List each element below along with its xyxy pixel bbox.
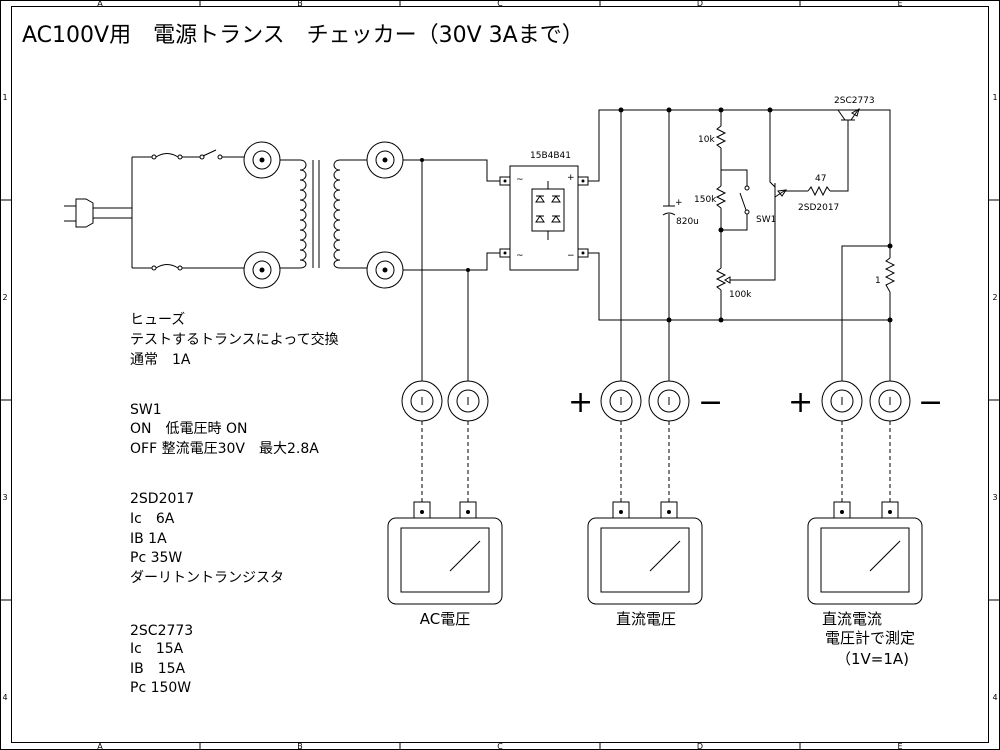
zone-row-2-left: 2 bbox=[2, 293, 7, 302]
dc-minus-sign: − bbox=[698, 385, 723, 420]
base-resistor: 47 bbox=[784, 120, 849, 197]
zone-row-3-right: 3 bbox=[992, 493, 997, 502]
r-base-label: 47 bbox=[815, 174, 826, 184]
svg-text:ヒューズ: ヒューズ bbox=[130, 312, 185, 328]
q2-label: 2SC2773 bbox=[834, 96, 875, 106]
svg-text:Ic 15A: Ic 15A bbox=[130, 641, 184, 657]
bridge-label: 15B4B41 bbox=[530, 151, 571, 161]
svg-text:ON 低電圧時 ON: ON 低電圧時 ON bbox=[130, 421, 247, 437]
capacitor-polarity: + bbox=[675, 198, 683, 208]
meter-ac-icon bbox=[387, 501, 503, 605]
sw1-label: SW1 bbox=[756, 215, 776, 225]
zone-col-b-bottom: B bbox=[297, 742, 303, 750]
zone-col-c-bottom: C bbox=[497, 742, 503, 750]
capacitor-icon: + 820u bbox=[662, 198, 699, 227]
meter-current-label: 直流電流 bbox=[822, 610, 882, 628]
fuse-icon bbox=[151, 264, 183, 271]
svg-text:ダーリトントランジスタ: ダーリトントランジスタ bbox=[130, 570, 284, 586]
power-switch-icon bbox=[199, 149, 223, 160]
zone-col-b-top: B bbox=[297, 0, 303, 8]
zone-col-c-top: C bbox=[497, 0, 503, 8]
binding-post-icon bbox=[243, 141, 281, 179]
svg-text:~: ~ bbox=[516, 251, 524, 261]
dc-bus bbox=[588, 107, 893, 381]
note-q2: 2SC2773 Ic 15A IB 15A Pc 150W bbox=[130, 623, 193, 696]
svg-text:Pc 35W: Pc 35W bbox=[130, 550, 182, 566]
svg-text:2SC2773: 2SC2773 bbox=[130, 623, 193, 639]
meter-dc-icon bbox=[587, 501, 703, 605]
jack-icon bbox=[648, 380, 690, 422]
zone-col-d-top: D bbox=[697, 0, 703, 8]
svg-text:~: ~ bbox=[516, 175, 524, 185]
binding-post-icon bbox=[366, 141, 404, 179]
jack-icon bbox=[869, 380, 911, 422]
meter-leads bbox=[421, 421, 891, 502]
capacitor-label: 820u bbox=[676, 217, 699, 227]
zone-row-3-left: 3 bbox=[2, 493, 7, 502]
vr-label: 100k bbox=[729, 290, 752, 300]
input-wires bbox=[132, 156, 244, 269]
binding-post-icon bbox=[366, 251, 404, 289]
zone-col-a-top: A bbox=[97, 0, 103, 8]
r-shunt-label: 1 bbox=[875, 276, 881, 286]
meter-dc-label: 直流電圧 bbox=[616, 610, 676, 628]
svg-text:Pc 150W: Pc 150W bbox=[130, 680, 191, 696]
svg-text:通常 1A: 通常 1A bbox=[130, 352, 191, 368]
svg-text:2SD2017: 2SD2017 bbox=[130, 491, 194, 507]
zone-col-a-bottom: A bbox=[97, 742, 103, 750]
note-q1: 2SD2017 Ic 6A IB 1A Pc 35W ダーリトントランジスタ bbox=[130, 491, 284, 586]
zone-row-4-right: 4 bbox=[992, 693, 997, 702]
bridge-rectifier: 15B4B41 ~ ~ + − bbox=[499, 151, 589, 271]
svg-text:OFF 整流電圧30V 最大2.8A: OFF 整流電圧30V 最大2.8A bbox=[130, 441, 319, 457]
transistor-q1-icon: 2SD2017 bbox=[769, 110, 839, 213]
meter-ac-label: AC電圧 bbox=[420, 610, 470, 628]
ac-plug-icon bbox=[64, 157, 133, 268]
bridge-minus-label: − bbox=[567, 251, 575, 261]
zone-row-1-right: 1 bbox=[992, 93, 997, 102]
svg-text:IB 1A: IB 1A bbox=[130, 531, 167, 547]
svg-text:テストするトランスによって交換: テストするトランスによって交換 bbox=[130, 331, 339, 348]
note-fuse: ヒューズ テストするトランスによって交換 通常 1A bbox=[130, 312, 339, 368]
zone-row-1-left: 1 bbox=[2, 93, 7, 102]
meter-current-label: 電圧計で測定 bbox=[825, 629, 915, 647]
svg-text:Ic 6A: Ic 6A bbox=[130, 511, 175, 527]
fuse-icon bbox=[151, 153, 183, 160]
r-mid-label: 150k bbox=[694, 195, 717, 205]
svg-text:SW1: SW1 bbox=[130, 402, 162, 418]
zone-col-e-top: E bbox=[897, 0, 902, 8]
transformer-icon bbox=[299, 159, 341, 269]
meter-current-label: （1V=1A) bbox=[836, 650, 909, 668]
binding-post-icon bbox=[243, 251, 281, 289]
zone-col-e-bottom: E bbox=[897, 742, 902, 750]
zone-col-d-bottom: D bbox=[697, 742, 703, 750]
transistor-q2-icon: 2SC2773 bbox=[834, 96, 875, 121]
r-top-label: 10k bbox=[698, 135, 715, 145]
shunt-resistor: 1 bbox=[875, 257, 896, 293]
current-plus-sign: + bbox=[788, 385, 813, 420]
bridge-plus-label: + bbox=[567, 173, 575, 183]
jack-icon bbox=[447, 380, 489, 422]
sw1-switch-icon: SW1 bbox=[721, 169, 776, 231]
q1-label: 2SD2017 bbox=[798, 203, 839, 213]
svg-text:IB 15A: IB 15A bbox=[130, 661, 186, 677]
resistor-chain: 10k 150k 100k bbox=[694, 110, 776, 320]
zone-row-4-left: 4 bbox=[2, 693, 7, 702]
current-minus-sign: − bbox=[918, 385, 943, 420]
zone-row-2-right: 2 bbox=[992, 293, 997, 302]
meter-current-icon bbox=[807, 501, 923, 605]
page-title: AC100V用 電源トランス チェッカー（30V 3Aまで） bbox=[22, 23, 584, 48]
note-sw1: SW1 ON 低電圧時 ON OFF 整流電圧30V 最大2.8A bbox=[130, 402, 319, 457]
jack-icon bbox=[600, 380, 642, 422]
ac-wires bbox=[403, 158, 500, 381]
jack-icon bbox=[401, 380, 443, 422]
jack-icon bbox=[821, 380, 863, 422]
dc-plus-sign: + bbox=[568, 385, 593, 420]
